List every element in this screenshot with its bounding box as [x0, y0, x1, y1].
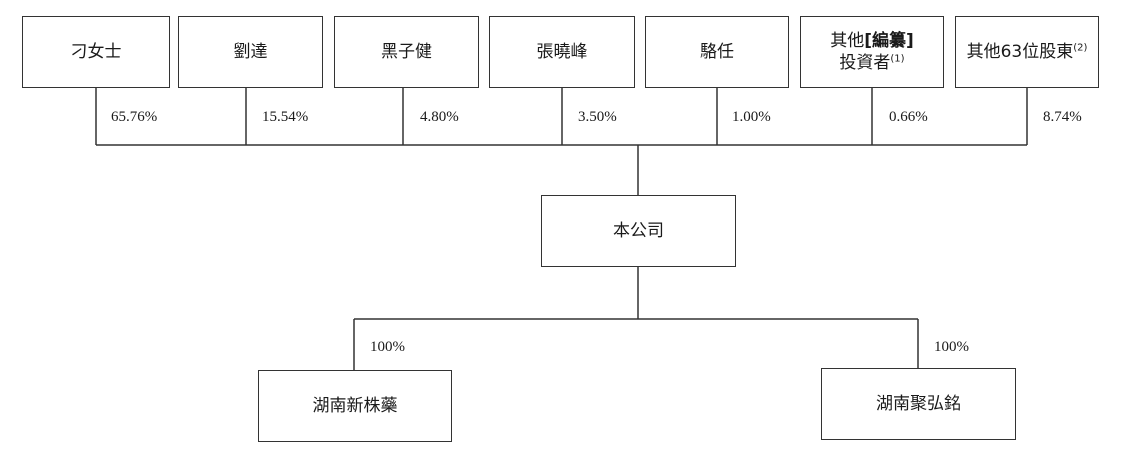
footnote-marker: (2) [1073, 42, 1088, 54]
subsidiary-percentage: 100% [370, 339, 405, 355]
shareholding-percentage: 0.66% [889, 109, 928, 125]
subsidiary-percentage: 100% [934, 339, 969, 355]
shareholding-percentage: 15.54% [262, 109, 309, 125]
subsidiary-box: 湖南聚弘銘 [821, 368, 1016, 440]
shareholder-box: 其他63位股東(2) [955, 16, 1099, 88]
shareholding-percentage: 8.74% [1043, 109, 1082, 125]
shareholder-box: 黑子健 [334, 16, 479, 88]
shareholder-box: 駱任 [645, 16, 789, 88]
shareholder-box: 劉達 [178, 16, 323, 88]
shareholding-percentage: 1.00% [732, 109, 771, 125]
shareholder-name: 劉達 [233, 42, 268, 62]
footnote-marker: (1) [890, 53, 905, 65]
shareholding-percentage: 4.80% [420, 109, 459, 125]
company-name: 本公司 [613, 221, 664, 241]
shareholder-box: 刁女士 [22, 16, 170, 88]
shareholder-name: 刁女士 [70, 42, 122, 62]
shareholder-name: 黑子健 [381, 42, 432, 62]
shareholding-percentage: 3.50% [578, 109, 617, 125]
subsidiary-box: 湖南新株藥 [258, 370, 452, 442]
shareholder-name: 駱任 [700, 42, 734, 62]
subsidiary-name: 湖南新株藥 [312, 396, 398, 416]
shareholder-name-line: 其他63位股東(2) [967, 41, 1088, 63]
shareholder-name: 其他63位股東 [966, 42, 1074, 62]
shareholder-name-line: 其他[編纂] [830, 30, 914, 52]
company-box: 本公司 [541, 195, 736, 267]
shareholder-name-part: 投資者 [839, 53, 891, 73]
subsidiary-name: 湖南聚弘銘 [876, 394, 961, 414]
shareholder-box: 其他[編纂] 投資者(1) [800, 16, 944, 88]
shareholding-percentage: 65.76% [111, 109, 158, 125]
shareholder-name: 張曉峰 [536, 42, 588, 62]
shareholder-name-redacted: [編纂] [864, 31, 914, 51]
shareholder-name-part: 其他 [830, 31, 865, 51]
shareholder-name-line: 投資者(1) [839, 52, 904, 74]
shareholder-box: 張曉峰 [489, 16, 635, 88]
